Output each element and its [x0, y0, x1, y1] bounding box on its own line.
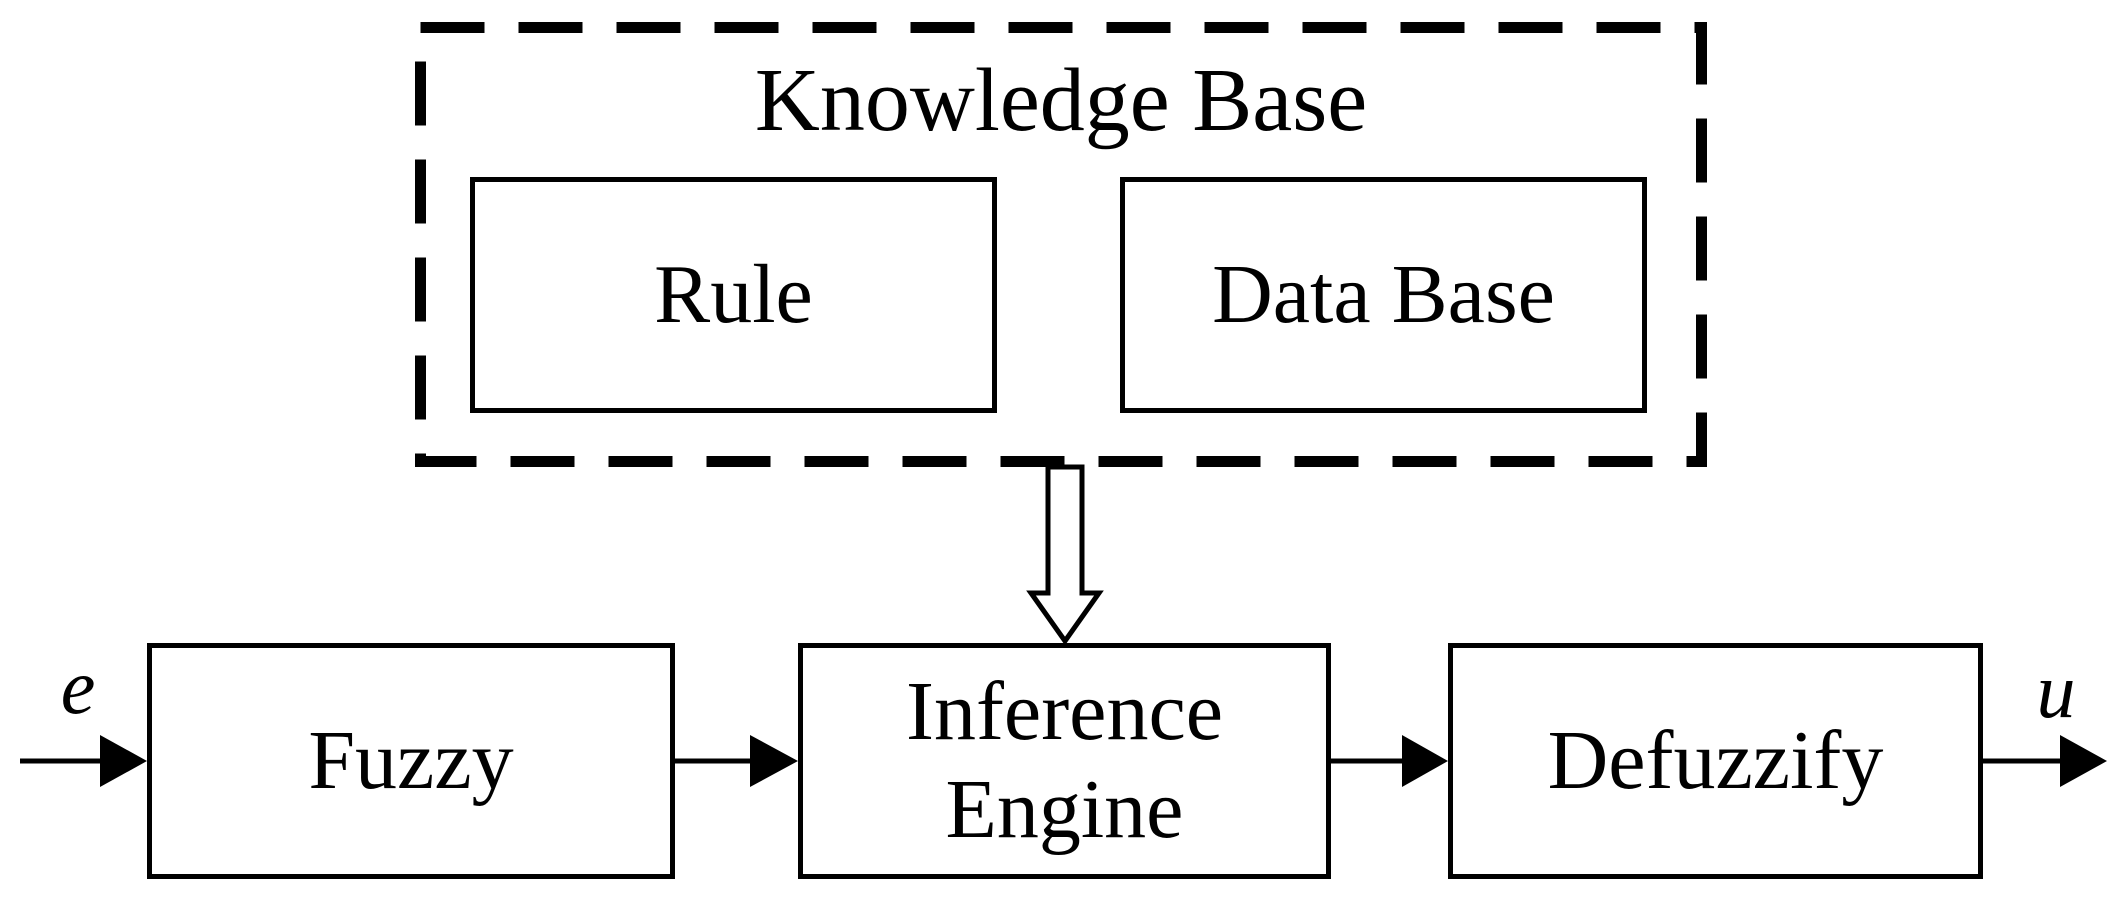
inference-engine-label-line1: Inference [905, 664, 1224, 758]
data-base-box: Data Base [1120, 177, 1647, 413]
rule-box-label: Rule [654, 247, 813, 341]
knowledge-to-inference-arrow-icon [1026, 464, 1104, 646]
input-arrow-icon [20, 735, 147, 787]
knowledge-base-title: Knowledge Base [754, 51, 1368, 150]
inference-engine-box: Inference Engine [798, 643, 1331, 879]
knowledge-base-dashed-border [415, 22, 1707, 467]
defuzzify-box-label: Defuzzify [1547, 713, 1884, 807]
inference-to-defuzzify-arrow-icon [1331, 735, 1448, 787]
inference-engine-box-label: Inference Engine [906, 663, 1223, 860]
defuzzify-box: Defuzzify [1448, 643, 1983, 879]
input-signal-label: e [60, 643, 96, 730]
inference-engine-label-line2: Engine [945, 763, 1184, 856]
output-arrow-icon [1983, 735, 2107, 787]
output-signal-label: u [2036, 647, 2076, 734]
data-base-box-label: Data Base [1212, 247, 1555, 341]
rule-box: Rule [470, 177, 997, 413]
fuzzy-box: Fuzzy [147, 643, 675, 879]
fuzzy-box-label: Fuzzy [308, 713, 514, 807]
fuzzy-to-inference-arrow-icon [675, 735, 798, 787]
